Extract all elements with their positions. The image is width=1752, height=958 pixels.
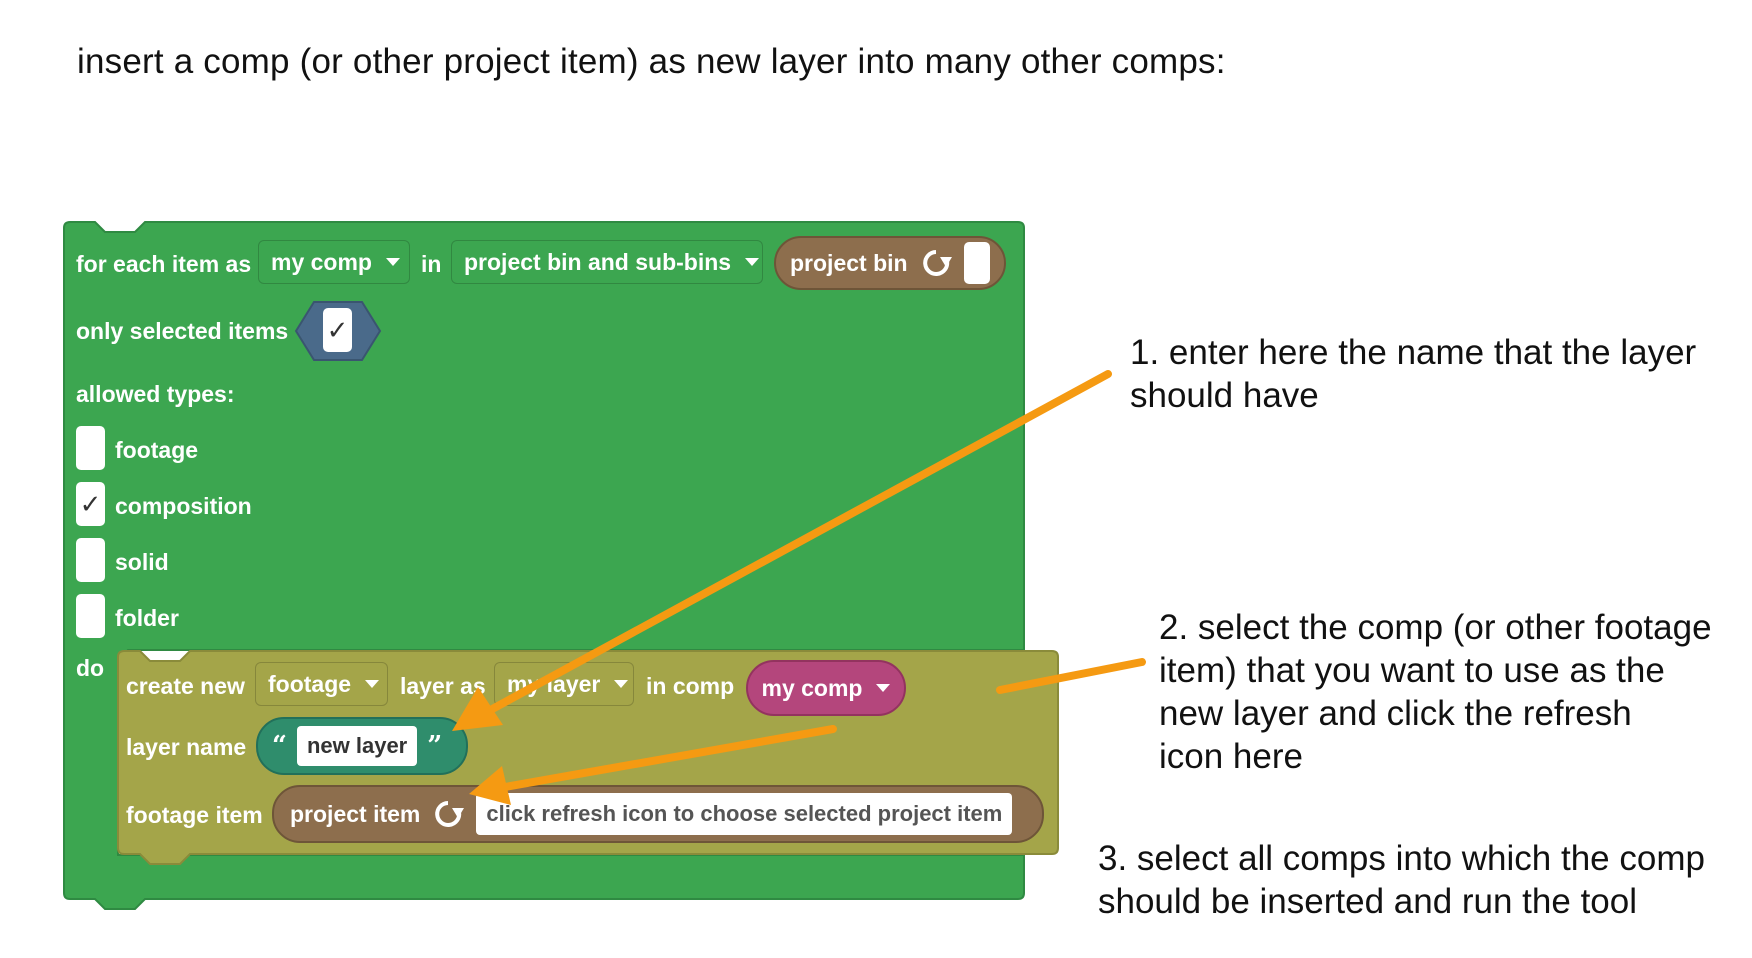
type-footage-label: footage [115,437,199,463]
open-quote-icon: “ [272,731,287,761]
loop-prefix-label: for each item as [76,251,252,277]
scope-dropdown[interactable]: project bin and sub-bins [451,240,763,284]
type-footage-checkbox[interactable] [76,426,105,470]
step2-line: new layer and click the refresh [1159,694,1632,733]
layer-type-value: footage [268,670,352,697]
project-item-label: project item [290,800,421,827]
step3-line: should be inserted and run the tool [1098,882,1637,921]
only-selected-checkbox[interactable]: ✓ [323,308,352,352]
type-composition-checkbox[interactable]: ✓ [76,482,105,526]
do-label: do [76,655,105,681]
step3-line: 3. select all comps into which the comp [1098,839,1705,878]
comp-variable-pill[interactable]: my comp [746,660,906,716]
page-heading: insert a comp (or other project item) as… [77,42,1226,81]
step3-note: 3. select all comps into which the comp … [1098,837,1705,923]
footage-item-label: footage item [126,802,263,828]
step2-line: icon here [1159,737,1303,776]
step2-line: 2. select the comp (or other footage [1159,608,1712,647]
project-bin-label: project bin [790,249,908,276]
layer-name-label: layer name [126,734,247,760]
create-new-label: create new [126,673,245,699]
layer-type-dropdown[interactable]: footage [255,662,388,706]
close-quote-icon: ” [427,731,443,761]
step1-line: should have [1130,376,1319,415]
layer-name-string-block[interactable]: “ new layer ” [256,717,468,775]
project-item-hint-field[interactable]: click refresh icon to choose selected pr… [476,793,1013,835]
chevron-down-icon [614,680,629,688]
type-composition-label: composition [115,493,252,519]
type-solid-checkbox[interactable] [76,538,105,582]
type-folder-label: folder [115,605,179,631]
layer-variable-dropdown[interactable]: my layer [494,662,634,706]
step1-note: 1. enter here the name that the layer sh… [1130,331,1696,417]
refresh-icon[interactable] [432,798,466,830]
loop-variable-dropdown[interactable]: my comp [258,240,410,284]
step2-line: item) that you want to use as the [1159,651,1665,690]
step1-line: 1. enter here the name that the layer [1130,333,1697,372]
in-comp-label: in comp [646,673,735,699]
chevron-down-icon [385,258,400,266]
layer-variable-value: my layer [507,670,601,697]
loop-variable-value: my comp [271,248,372,275]
chevron-down-icon [745,258,760,266]
layer-name-input[interactable]: new layer [296,726,418,766]
scope-value: project bin and sub-bins [464,248,732,275]
in-label: in [421,251,442,277]
type-solid-label: solid [115,549,169,575]
project-bin-pill[interactable]: project bin [774,236,1006,290]
step2-note: 2. select the comp (or other footage ite… [1159,606,1712,778]
layer-as-label: layer as [400,673,486,699]
chevron-down-icon [876,684,891,692]
comp-variable-value: my comp [761,674,863,701]
chevron-down-icon [365,680,380,688]
project-item-pill[interactable]: project item click refresh icon to choos… [272,785,1044,843]
project-bin-slot[interactable] [963,242,990,284]
only-selected-label: only selected items [76,318,289,344]
allowed-types-label: allowed types: [76,381,235,407]
type-folder-checkbox[interactable] [76,594,105,638]
refresh-icon[interactable] [920,247,954,279]
